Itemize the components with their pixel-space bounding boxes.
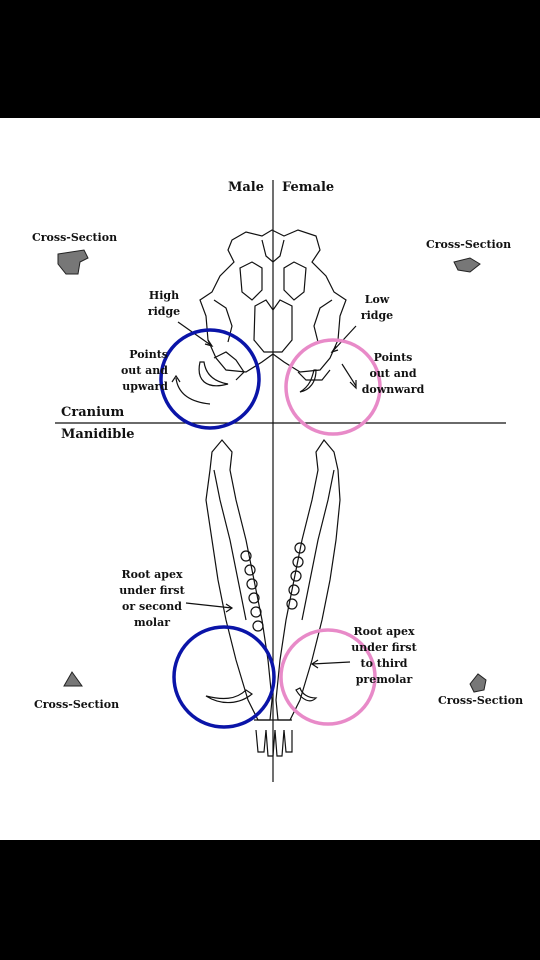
points-upward-note: Points out and upward	[120, 348, 168, 393]
mandible-right	[275, 438, 341, 721]
cross-section-shapes	[57, 249, 487, 693]
cranium-outline	[199, 229, 347, 373]
cross-section-top-right	[453, 257, 481, 273]
cross-section-label-bottom-right: Cross-Section	[438, 694, 524, 707]
points-downward-note: Points out and downward	[361, 351, 425, 396]
cross-section-label-top-left: Cross-Section	[32, 231, 118, 244]
root-apex-female-note: Root apex under first to third premolar	[351, 625, 417, 686]
cross-section-bottom-left	[63, 671, 83, 687]
male-root-circle	[172, 625, 276, 729]
cross-section-bottom-right	[469, 673, 487, 693]
pointer-arrows	[171, 321, 357, 669]
low-ridge-note: Low ridge	[360, 293, 394, 322]
female-root-circle	[279, 628, 377, 726]
cross-section-label-top-right: Cross-Section	[426, 238, 512, 251]
mandible-label: Manidible	[61, 427, 135, 442]
male-label: Male	[227, 180, 264, 195]
high-ridge-note: High ridge	[147, 289, 181, 318]
cross-section-top-left	[57, 249, 89, 275]
female-label: Female	[282, 180, 335, 195]
female-canine-circle	[284, 338, 382, 436]
cranium-label: Cranium	[61, 405, 125, 420]
root-apex-male-note: Root apex under first or second molar	[119, 568, 185, 629]
mandible-left	[205, 439, 273, 721]
cross-section-label-bottom-left: Cross-Section	[34, 698, 120, 711]
male-canine-circle	[159, 328, 261, 430]
